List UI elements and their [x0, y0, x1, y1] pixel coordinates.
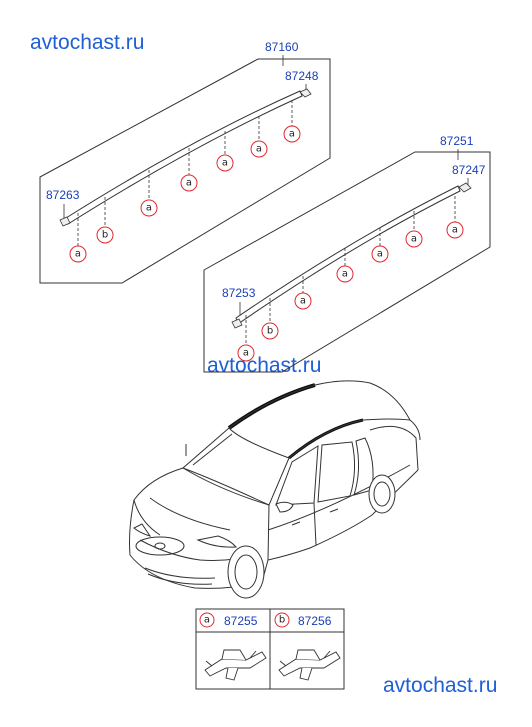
callout-a-circle [283, 125, 301, 143]
legend-part-b: 87256 [298, 614, 332, 628]
callout-a-circle [405, 230, 423, 248]
callout-a: a [300, 296, 306, 307]
upper-assembly: 87160 87248 87263 a [39, 40, 331, 284]
callout-a: a [243, 348, 249, 359]
clip-legend-table: a 87255 b 87256 [195, 608, 345, 690]
car-illustration [129, 380, 421, 599]
upper-end-cap-rear [59, 216, 71, 227]
legend-letter-a: a [204, 615, 210, 626]
legend-a-circle [199, 612, 215, 628]
callout-a-circle [69, 245, 87, 263]
callout-a-circle [336, 265, 354, 283]
upper-end-cap-front [299, 88, 312, 98]
callout-a: a [222, 158, 228, 169]
callout-a-circle [294, 292, 312, 310]
callout-a-circle [446, 221, 464, 239]
callout-a: a [75, 249, 81, 260]
upper-roof-molding [65, 90, 303, 225]
upper-end-cap-rear-number: 87263 [46, 188, 80, 202]
clip-b-illustration [278, 649, 341, 681]
lower-assembly: 87251 87247 87253 a b a a [203, 134, 491, 373]
lower-roof-molding [235, 185, 461, 325]
upper-part-number: 87160 [265, 40, 299, 54]
lower-end-cap-front [458, 182, 472, 193]
watermark-bottom: avtochast.ru [383, 674, 498, 697]
legend-part-a: 87255 [224, 614, 258, 628]
callout-a-circle [237, 344, 255, 362]
callout-a: a [186, 178, 192, 189]
callout-a: a [411, 234, 417, 245]
callout-a-circle [140, 199, 158, 217]
watermark-middle: avtochast.ru [207, 354, 322, 377]
callout-a: a [256, 144, 262, 155]
callout-b: b [267, 326, 273, 337]
lower-assembly-frame [203, 151, 491, 373]
callout-a-circle [371, 245, 389, 263]
callout-a-circle [180, 174, 198, 192]
callout-b-circle [261, 322, 279, 340]
clip-a-illustration [204, 649, 267, 681]
callout-b-circle [96, 226, 114, 244]
lower-end-cap-front-number: 87247 [452, 163, 486, 177]
upper-end-cap-front-number: 87248 [285, 69, 319, 83]
roof-molding-highlight [227, 383, 316, 430]
callout-a: a [146, 203, 152, 214]
callout-a: a [289, 129, 295, 140]
callout-a: a [452, 225, 458, 236]
lower-end-cap-rear-number: 87253 [222, 286, 256, 300]
callout-b: b [102, 230, 108, 241]
lower-part-number: 87251 [440, 134, 474, 148]
lower-end-cap-rear [231, 318, 243, 329]
callout-a: a [342, 269, 348, 280]
legend-b-circle [274, 612, 290, 628]
callout-a-circle [250, 140, 268, 158]
callout-a: a [377, 249, 383, 260]
callout-a-circle [216, 154, 234, 172]
upper-assembly-frame [39, 58, 331, 284]
legend-letter-b: b [279, 615, 285, 626]
watermark-top: avtochast.ru [30, 31, 145, 54]
